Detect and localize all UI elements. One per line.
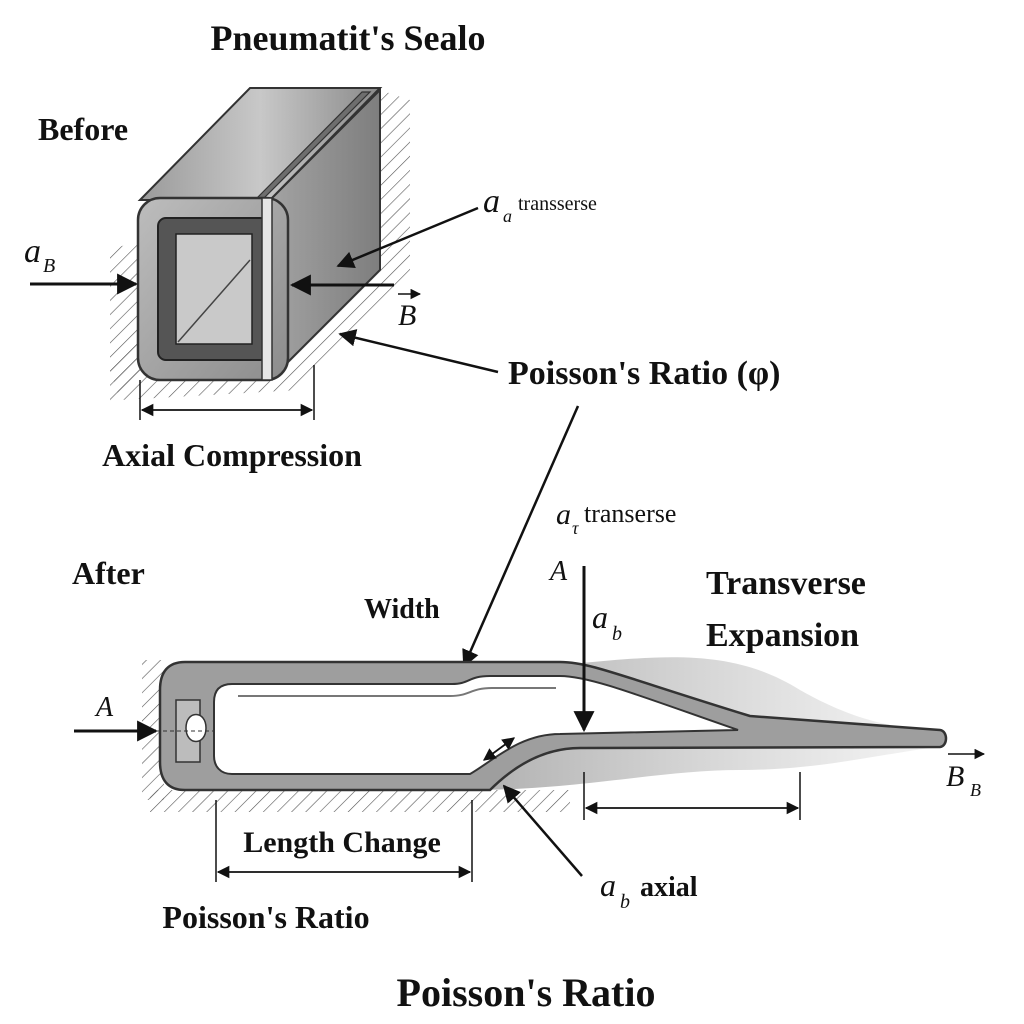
page-title: Pneumatit's Sealo bbox=[211, 18, 486, 58]
after-expansion-line2: Expansion bbox=[706, 617, 859, 654]
after-seal-notch bbox=[185, 713, 207, 743]
after-expansion-line1: Transverse bbox=[706, 565, 866, 602]
after-length-change-label: Length Change bbox=[243, 826, 441, 859]
before-axial-label: Axial Compression bbox=[102, 437, 362, 473]
after-seal-inner-rim bbox=[238, 687, 556, 697]
before-force-right-symbol: B bbox=[398, 299, 416, 332]
after-seal-inner-cavity bbox=[213, 675, 739, 775]
after-width-label: Width bbox=[364, 594, 440, 625]
before-force-left-symbol: a bbox=[24, 233, 41, 270]
before-transverse-text: transserse bbox=[518, 193, 597, 215]
after-end-subscript: B bbox=[970, 780, 981, 800]
after-floor-hatch bbox=[150, 790, 570, 812]
after-transverse-text: transerse bbox=[584, 499, 676, 528]
before-transverse-subscript: a bbox=[503, 206, 512, 226]
after-ratio-label: Poisson's Ratio bbox=[162, 899, 369, 935]
before-transverse-pointer bbox=[336, 206, 479, 269]
after-heading: After bbox=[72, 555, 145, 591]
before-force-left-subscript: B bbox=[43, 255, 55, 277]
before-transverse-symbol: a bbox=[483, 183, 500, 220]
after-axial-text: axial bbox=[640, 872, 698, 903]
before-seal-block bbox=[110, 87, 410, 410]
after-end-symbol: B bbox=[946, 760, 964, 793]
poisson-pointer-before bbox=[338, 329, 499, 374]
before-heading: Before bbox=[38, 111, 128, 147]
before-floor-hatch bbox=[110, 240, 140, 410]
after-thickness-arrow bbox=[482, 737, 516, 761]
after-axial-subscript: b bbox=[620, 891, 630, 913]
before-window-diagonal bbox=[177, 259, 251, 343]
caption: Poisson's Ratio bbox=[397, 970, 656, 1015]
after-point-a-top: A bbox=[548, 556, 568, 587]
before-wall-hatch bbox=[110, 90, 410, 400]
before-slit bbox=[261, 197, 273, 381]
after-force-b-subscript: b bbox=[612, 623, 622, 645]
poisson-pointer-after bbox=[462, 405, 580, 668]
after-axial-symbol: a bbox=[600, 867, 616, 903]
after-point-a-left: A bbox=[94, 692, 114, 723]
after-transverse-symbol: a bbox=[556, 498, 571, 531]
after-transverse-subscript: τ bbox=[572, 518, 579, 538]
after-axial-pointer bbox=[502, 784, 583, 877]
after-force-b-symbol: a bbox=[592, 599, 608, 635]
poisson-ratio-label: Poisson's Ratio (φ) bbox=[508, 355, 780, 392]
before-inner-window bbox=[175, 233, 253, 345]
